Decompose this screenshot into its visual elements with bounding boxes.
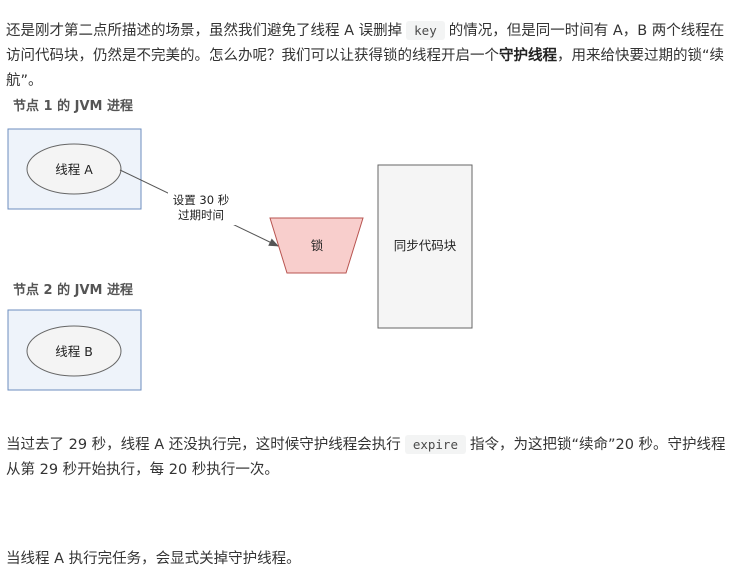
lock-label: 锁 bbox=[311, 238, 324, 253]
renewal-text-1: 当过去了 29 秒，线程 A 还没执行完，这时候守护线程会执行 bbox=[6, 436, 401, 453]
sync-code-block-label: 同步代码块 bbox=[394, 238, 457, 253]
intro-text-3: ，用来给快要过期的锁“续航”。 bbox=[6, 47, 725, 89]
node1-title: 节点 1 的 JVM 进程 bbox=[13, 98, 133, 114]
lock-trapezoid bbox=[269, 217, 364, 274]
bold-daemon-thread: 守护线程 bbox=[499, 47, 557, 64]
intro-text-2: 的情况，但是同一时间有 A，B 两个线程在访问代码块，仍然是不完美的。怎么办呢？… bbox=[6, 22, 725, 64]
thread-a-ellipse bbox=[26, 143, 122, 195]
arrow-label-line1: 设置 30 秒 bbox=[173, 193, 229, 207]
lock-renewal-diagram: 节点 1 的 JVM 进程 线程 A 设置 30 秒 过期时间 锁 同步代码块 … bbox=[7, 98, 473, 391]
close-daemon-text: 当线程 A 执行完任务，会显式关掉守护线程。 bbox=[6, 550, 301, 567]
arrow-label-bg bbox=[168, 191, 238, 225]
sync-code-block bbox=[377, 164, 473, 329]
thread-a-label: 线程 A bbox=[55, 162, 93, 177]
inline-code-key: key bbox=[406, 20, 445, 40]
inline-code-expire: expire bbox=[404, 434, 466, 454]
close-daemon-paragraph: 当线程 A 执行完任务，会显式关掉守护线程。 bbox=[6, 547, 736, 572]
intro-text-1: 还是刚才第二点所描述的场景，虽然我们避免了线程 A 误删掉 bbox=[6, 22, 403, 39]
arrow-label-line2: 过期时间 bbox=[178, 208, 224, 222]
thread-b-label: 线程 B bbox=[55, 344, 93, 359]
renewal-text-2: 指令，为这把锁“续命”20 秒。守护线程从第 29 秒开始执行，每 20 秒执行… bbox=[6, 436, 726, 478]
node2-title: 节点 2 的 JVM 进程 bbox=[13, 282, 133, 298]
thread-b-ellipse bbox=[26, 325, 122, 377]
